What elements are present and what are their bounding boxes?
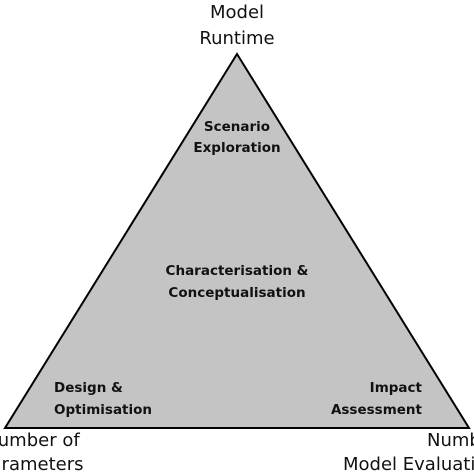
corner-label-number-of-model-evaluations-line2: Model Evaluations <box>343 454 474 474</box>
corner-label-model-runtime-line1: Model <box>209 2 265 23</box>
region-label-scenario-exploration-line2: Exploration <box>193 140 281 156</box>
region-label-design-optimisation: Design & Optimisation <box>40 379 170 419</box>
corner-label-number-of-model-evaluations: Number of Model Evaluations <box>343 430 474 474</box>
corner-label-number-of-parameters: Number of Parameters <box>0 430 112 474</box>
corner-label-number-of-parameters-line1: Number of <box>0 430 80 451</box>
triangle-shape <box>3 52 471 429</box>
region-label-characterisation-conceptualisation: Characterisation & Conceptualisation <box>147 262 327 302</box>
region-label-scenario-exploration: Scenario Exploration <box>177 118 297 157</box>
region-label-impact-assessment: Impact Assessment <box>318 379 428 419</box>
corner-label-model-runtime: Model Runtime <box>187 2 287 50</box>
corner-label-model-runtime-line2: Runtime <box>199 28 275 49</box>
region-label-design-optimisation-line1: Design & <box>54 380 123 396</box>
region-label-design-optimisation-line2: Optimisation <box>54 402 153 418</box>
corner-label-number-of-model-evaluations-line1: Number of <box>427 430 474 451</box>
region-label-scenario-exploration-line1: Scenario <box>203 119 271 135</box>
region-label-characterisation-conceptualisation-line2: Conceptualisation <box>168 285 306 301</box>
region-label-impact-assessment-line1: Impact <box>369 380 422 396</box>
corner-label-number-of-parameters-line2: Parameters <box>0 454 84 474</box>
region-label-impact-assessment-line2: Assessment <box>330 402 422 418</box>
region-label-characterisation-conceptualisation-line1: Characterisation & <box>165 263 309 279</box>
